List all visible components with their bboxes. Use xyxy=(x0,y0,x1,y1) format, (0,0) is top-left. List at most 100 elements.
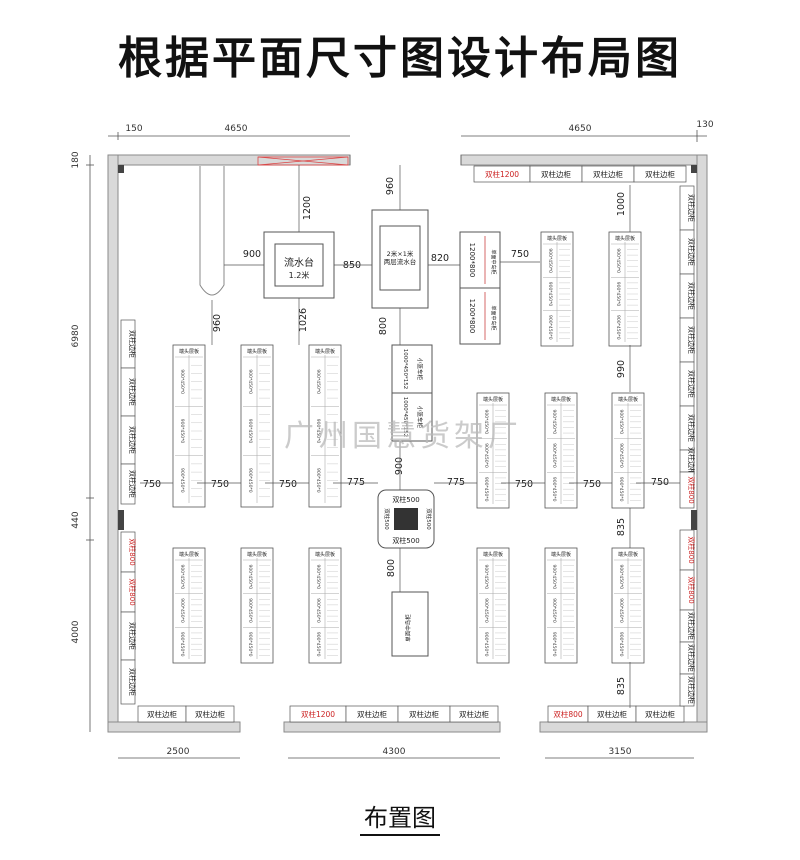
small-rack-1-sub: 小篮车柜 xyxy=(416,358,424,381)
wall-shelf-label: 双柱边柜 xyxy=(645,169,675,179)
dim-750-6: 750 xyxy=(651,477,669,488)
small-rack-2-label: 1000*450*152 xyxy=(402,397,408,438)
wall-shelf: 双柱800 xyxy=(679,529,696,571)
gondola-mid-label: 900*450*0 xyxy=(483,477,489,502)
dim-800-top: 800 xyxy=(378,317,389,335)
dim-835-a: 835 xyxy=(616,518,627,536)
outer-dim-labels: 150 4650 4650 130 180 6980 440 4000 2500… xyxy=(71,120,714,757)
wall-shelf-label: 双柱边柜 xyxy=(357,709,387,719)
outer-dimensions xyxy=(86,130,707,759)
gondola-head-label: 端头层板 xyxy=(615,235,635,242)
island-top-label: 1200*800 xyxy=(468,243,476,278)
dim-750-5: 750 xyxy=(583,479,601,490)
wall-shelf: 双柱800 xyxy=(120,571,137,613)
wall-shelf: 双柱边柜 xyxy=(679,641,696,675)
wall-shelf: 双柱边柜 xyxy=(397,705,451,723)
gondola-head-label: 端头层板 xyxy=(179,348,199,355)
dim-left-4000: 4000 xyxy=(71,620,81,643)
dim-bottom-4300: 4300 xyxy=(383,747,406,757)
wall-shelf-label: 双柱边柜 xyxy=(128,622,137,650)
gondola-mid-label: 900*450*0 xyxy=(179,369,185,394)
dim-800-mid: 800 xyxy=(386,559,397,577)
gondola-mid-label: 900*450*0 xyxy=(315,565,321,590)
island-top-sub: 单面中岛柜 xyxy=(490,249,497,274)
wall-shelf-label: 双柱边柜 xyxy=(687,238,696,266)
dim-990: 990 xyxy=(616,360,627,378)
wall-shelf-label: 双柱边柜 xyxy=(687,447,696,475)
wall-shelf-label: 双柱边柜 xyxy=(541,169,571,179)
wall-shelf: 双柱800 xyxy=(679,471,696,509)
small-rack-1-label: 1000*450*152 xyxy=(402,349,408,390)
gondola-head-label: 端头层板 xyxy=(483,396,503,403)
wall-shelf-label: 双柱边柜 xyxy=(597,709,627,719)
wall-shelf-label: 双柱边柜 xyxy=(128,378,137,406)
dim-835-b: 835 xyxy=(616,677,627,695)
dim-750-1: 750 xyxy=(143,479,161,490)
gondola-shelf: 端头层板 900*450*0 900*450*0 900*450*0 xyxy=(240,547,274,664)
dim-1000: 1000 xyxy=(616,192,627,216)
small-unit: 单面中岛柜 xyxy=(391,591,429,657)
gondola-mid-label: 900*450*0 xyxy=(179,419,185,444)
center-bottom: 双柱500 xyxy=(392,536,419,545)
gondola-mid-label: 900*450*0 xyxy=(618,410,624,435)
center-cluster: 双柱500 双柱500 双柱500 双柱500 xyxy=(377,489,435,549)
gondola-mid-label: 900*450*0 xyxy=(483,565,489,590)
gondola-mid-label: 900*450*0 xyxy=(547,282,553,307)
gondola-mid-label: 900*450*0 xyxy=(618,632,624,657)
gondola-head-label: 端头层板 xyxy=(315,551,335,558)
dim-900: 900 xyxy=(243,249,261,260)
gondola-mid-label: 900*450*0 xyxy=(615,315,621,340)
wall-shelf-label: 双柱边柜 xyxy=(687,326,696,354)
gondola-shelf: 端头层板 900*450*0 900*450*0 900*450*0 xyxy=(172,344,206,508)
wall-shelf-label: 双柱边柜 xyxy=(687,414,696,442)
wall-shelf: 双柱边柜 xyxy=(679,447,696,475)
wall-shelf-label: 双柱边柜 xyxy=(128,330,137,358)
gondola-mid-label: 900*450*0 xyxy=(247,632,253,657)
gondola-mid-label: 900*450*0 xyxy=(618,477,624,502)
gondola-head-label: 端头层板 xyxy=(618,396,638,403)
wall-shelf: 双柱边柜 xyxy=(679,405,696,451)
gondola-mid-label: 900*450*0 xyxy=(315,632,321,657)
wall-right xyxy=(696,154,708,733)
gondola-mid-label: 900*450*0 xyxy=(551,410,557,435)
gondola-mid-label: 900*450*0 xyxy=(247,565,253,590)
gondola-head-label: 端头层板 xyxy=(551,551,571,558)
gondola-mid-label: 900*450*0 xyxy=(551,443,557,468)
wall-shelf-label: 双柱800 xyxy=(687,536,696,563)
gondola-mid-label: 900*450*0 xyxy=(179,565,185,590)
gondola-head-label: 端头层板 xyxy=(247,551,267,558)
wall-shelf: 双柱边柜 xyxy=(679,273,696,319)
pillar xyxy=(691,165,697,173)
gondola-head-label: 端头层板 xyxy=(315,348,335,355)
small-rack-2-sub: 小篮车柜 xyxy=(416,406,424,429)
gondola-mid-label: 900*450*0 xyxy=(179,598,185,623)
dim-960-left: 960 xyxy=(212,314,223,332)
wall-shelf-label: 双柱1200 xyxy=(301,709,335,719)
island-bottom-sub: 单面中岛柜 xyxy=(490,305,497,330)
gondola-mid-label: 900*450*0 xyxy=(483,632,489,657)
gondola-mid-label: 900*450*0 xyxy=(315,419,321,444)
wall-shelf-label: 双柱800 xyxy=(687,576,696,603)
pillar xyxy=(691,510,697,530)
pillars xyxy=(118,165,697,530)
wall-shelf-label: 双柱边柜 xyxy=(687,644,696,672)
gondola-mid-label: 900*450*0 xyxy=(483,598,489,623)
sink-large-line2: 两层流水台 xyxy=(384,257,417,266)
inner-dim-lines xyxy=(140,165,680,708)
wall-shelf: 双柱边柜 xyxy=(679,229,696,275)
gondola-mid-label: 900*450*0 xyxy=(247,598,253,623)
gondola-mid-label: 900*450*0 xyxy=(551,477,557,502)
dim-1026: 1026 xyxy=(298,308,309,332)
wall-shelf-label: 双柱800 xyxy=(128,578,137,605)
gondola-mid-label: 900*450*0 xyxy=(618,598,624,623)
wall-bottom-left xyxy=(107,721,241,733)
gondola-head-label: 端头层板 xyxy=(551,396,571,403)
wall-shelf-label: 双柱800 xyxy=(553,709,583,719)
wall-shelf: 双柱边柜 xyxy=(679,361,696,407)
gondola-mid-label: 900*450*0 xyxy=(179,468,185,493)
dim-850: 850 xyxy=(343,260,361,271)
wall-shelf: 双柱边柜 xyxy=(120,367,137,417)
small-racks: 1000*450*152 小篮车柜 1000*450*152 小篮车柜 xyxy=(391,344,433,442)
wall-shelf-label: 双柱边柜 xyxy=(459,709,489,719)
gondola-head-label: 端头层板 xyxy=(247,348,267,355)
